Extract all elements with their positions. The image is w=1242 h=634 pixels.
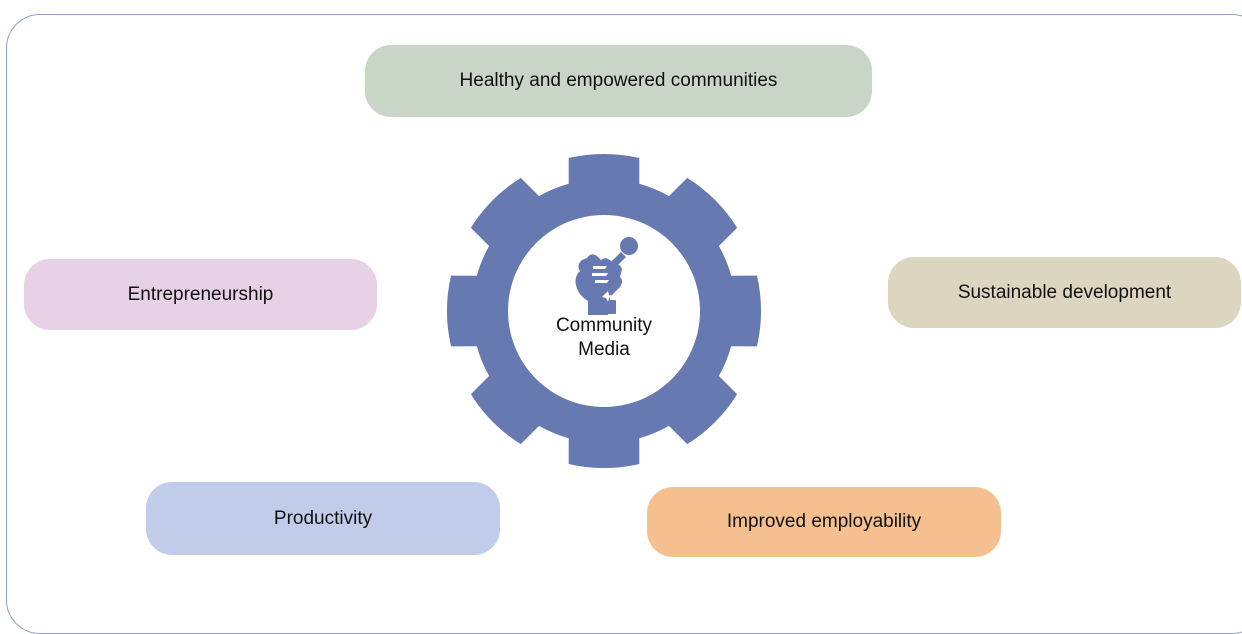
node-label: Productivity: [273, 507, 373, 529]
node-improved-employability: Improved employability: [647, 487, 1001, 557]
center-label: Community Media: [440, 314, 768, 362]
center-label-line-1: Community: [555, 315, 653, 336]
node-label: Healthy and empowered communities: [459, 70, 778, 91]
node-productivity: Productivity: [146, 482, 500, 555]
raised-fist-microphone-icon: [575, 237, 638, 315]
node-label: Improved employability: [726, 511, 922, 532]
community-media-gear: Community Media: [440, 150, 768, 472]
node-label: Entrepreneurship: [127, 283, 274, 305]
node-sustainable-development: Sustainable development: [888, 257, 1241, 328]
node-entrepreneurship: Entrepreneurship: [24, 259, 377, 330]
center-label-line-2: Media: [578, 339, 630, 360]
node-healthy-communities: Healthy and empowered communities: [365, 45, 872, 117]
node-label: Sustainable development: [957, 281, 1172, 303]
